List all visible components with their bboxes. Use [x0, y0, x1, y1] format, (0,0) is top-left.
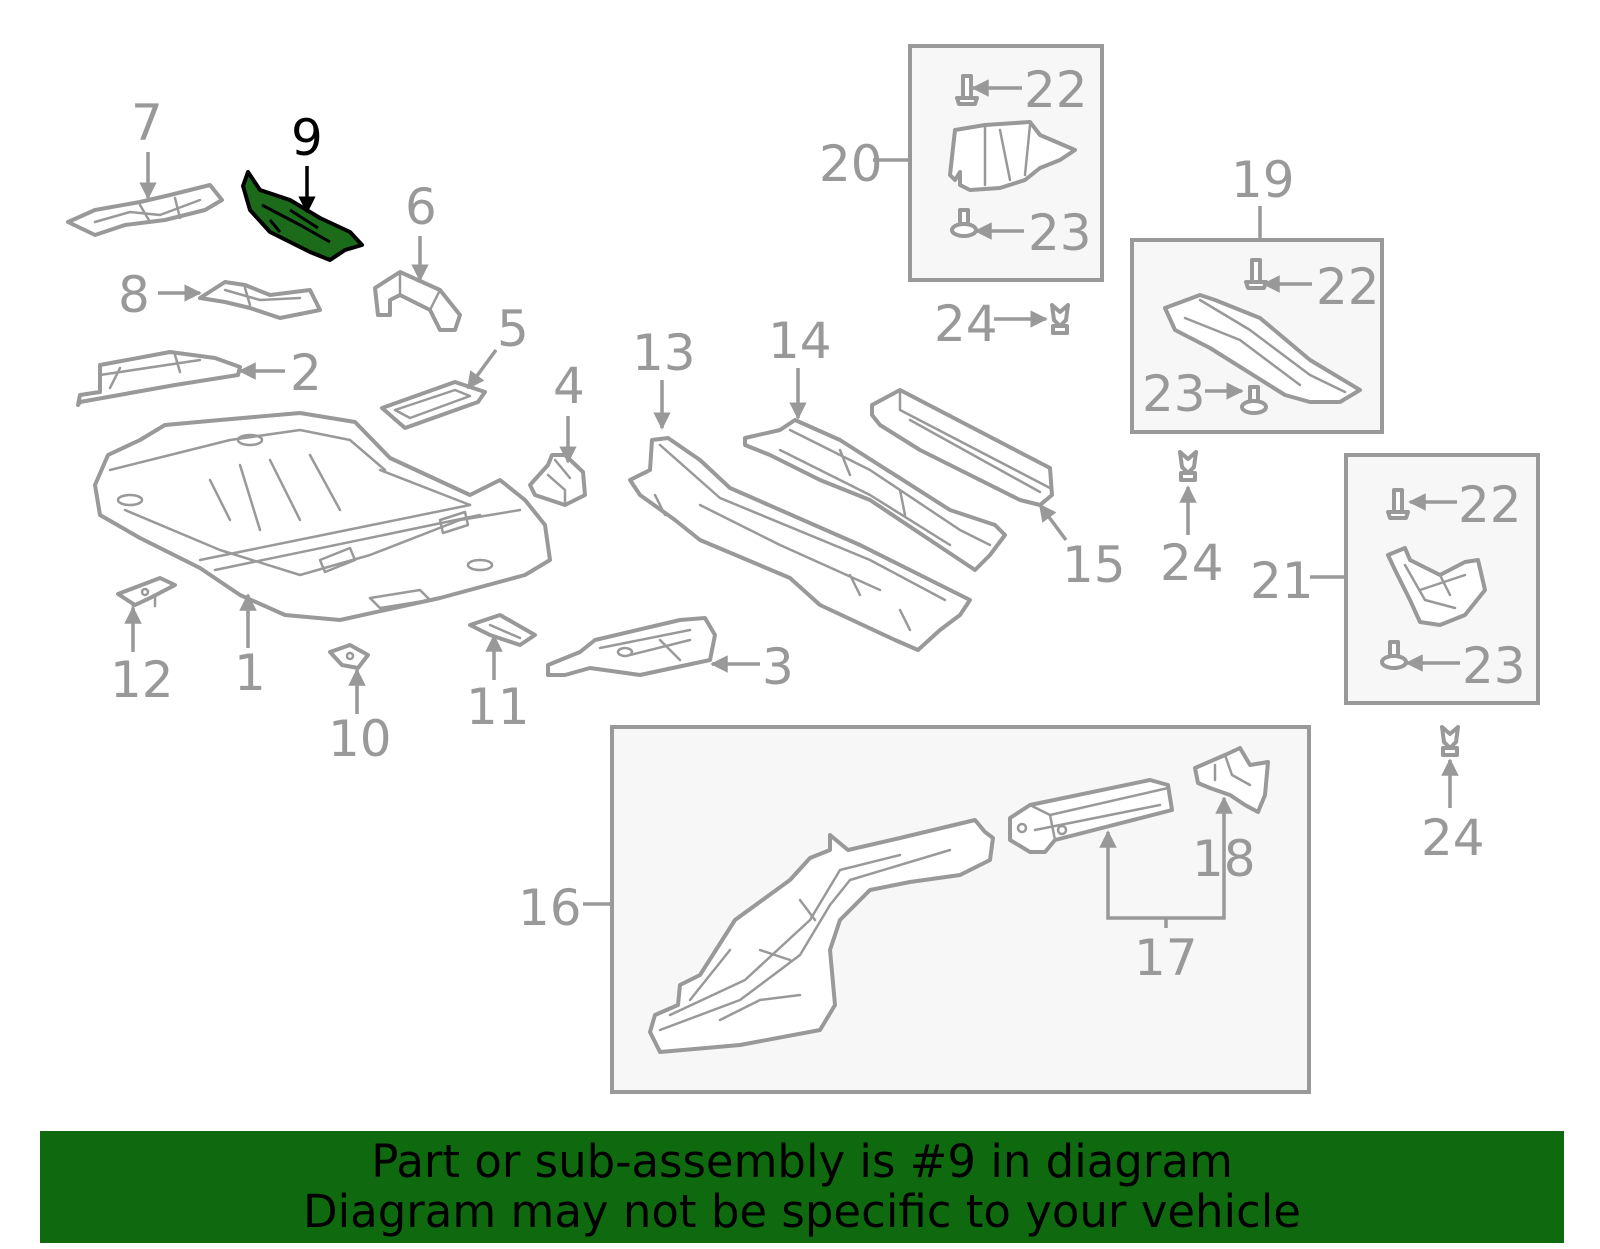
part-18 — [1193, 746, 1270, 814]
callout-23-c: 23 — [1462, 637, 1526, 695]
leader-lines — [124, 79, 1460, 928]
part-6 — [373, 270, 462, 332]
callout-21: 21 — [1250, 552, 1314, 610]
callout-22-b: 22 — [1316, 258, 1380, 316]
part-3 — [546, 616, 717, 677]
part-10 — [328, 643, 370, 670]
callout-24-c: 24 — [1421, 809, 1485, 867]
callout-15: 15 — [1062, 536, 1126, 594]
part-9-highlighted — [241, 170, 364, 262]
callout-9: 9 — [291, 109, 323, 167]
callout-1: 1 — [234, 644, 266, 702]
clip-24-b — [1178, 450, 1198, 482]
banner-line-2: Diagram may not be specific to your vehi… — [303, 1185, 1301, 1238]
part-15 — [870, 388, 1054, 507]
callout-24-a: 24 — [934, 295, 998, 353]
callout-7: 7 — [131, 94, 163, 152]
bolt-22-c — [1386, 488, 1410, 520]
parts-diagram: 7 9 6 8 2 5 4 13 14 15 12 1 10 11 3 20 2… — [66, 44, 1540, 1094]
callout-13: 13 — [632, 324, 696, 382]
callout-16: 16 — [518, 879, 582, 937]
callout-22-c: 22 — [1458, 476, 1522, 534]
part-5 — [380, 380, 487, 430]
callout-23-b: 23 — [1142, 365, 1206, 423]
part-2 — [76, 350, 242, 407]
clip-24-c — [1440, 725, 1460, 757]
callout-20: 20 — [819, 135, 883, 193]
callout-24-b: 24 — [1160, 534, 1224, 592]
bolt-23-b — [1240, 385, 1268, 415]
part-1-floor-pan — [93, 411, 552, 622]
part-16 — [648, 818, 995, 1054]
callout-23-a: 23 — [1028, 204, 1092, 262]
callout-5: 5 — [497, 300, 529, 358]
callout-19: 19 — [1231, 151, 1295, 209]
part-20 — [948, 120, 1077, 192]
callout-4: 4 — [553, 357, 585, 415]
part-12 — [116, 576, 177, 617]
callout-2: 2 — [290, 344, 322, 402]
clip-24-a — [1050, 303, 1070, 335]
part-14 — [743, 418, 1007, 572]
callout-labels: 7 9 6 8 2 5 4 13 14 15 12 1 10 11 3 20 2… — [110, 61, 1526, 987]
callout-14: 14 — [768, 312, 832, 370]
part-13 — [628, 436, 972, 652]
part-19 — [1163, 293, 1362, 404]
info-banner: Part or sub-assembly is #9 in diagram Di… — [40, 1131, 1564, 1243]
callout-10: 10 — [328, 710, 392, 768]
part-17 — [1008, 778, 1174, 854]
callout-22-a: 22 — [1024, 61, 1088, 119]
callout-8: 8 — [118, 266, 150, 324]
bolt-22-a — [955, 74, 979, 106]
callout-18: 18 — [1192, 830, 1256, 888]
part-8 — [198, 280, 322, 320]
callout-11: 11 — [466, 678, 530, 736]
bolt-23-c — [1380, 640, 1408, 670]
banner-line-1: Part or sub-assembly is #9 in diagram — [371, 1135, 1233, 1188]
part-7 — [66, 183, 224, 237]
part-4 — [528, 453, 587, 507]
part-11 — [468, 613, 537, 647]
callout-6: 6 — [405, 178, 437, 236]
part-21 — [1386, 546, 1487, 627]
callout-17: 17 — [1134, 929, 1198, 987]
callout-12: 12 — [110, 651, 174, 709]
callout-3: 3 — [762, 638, 794, 696]
